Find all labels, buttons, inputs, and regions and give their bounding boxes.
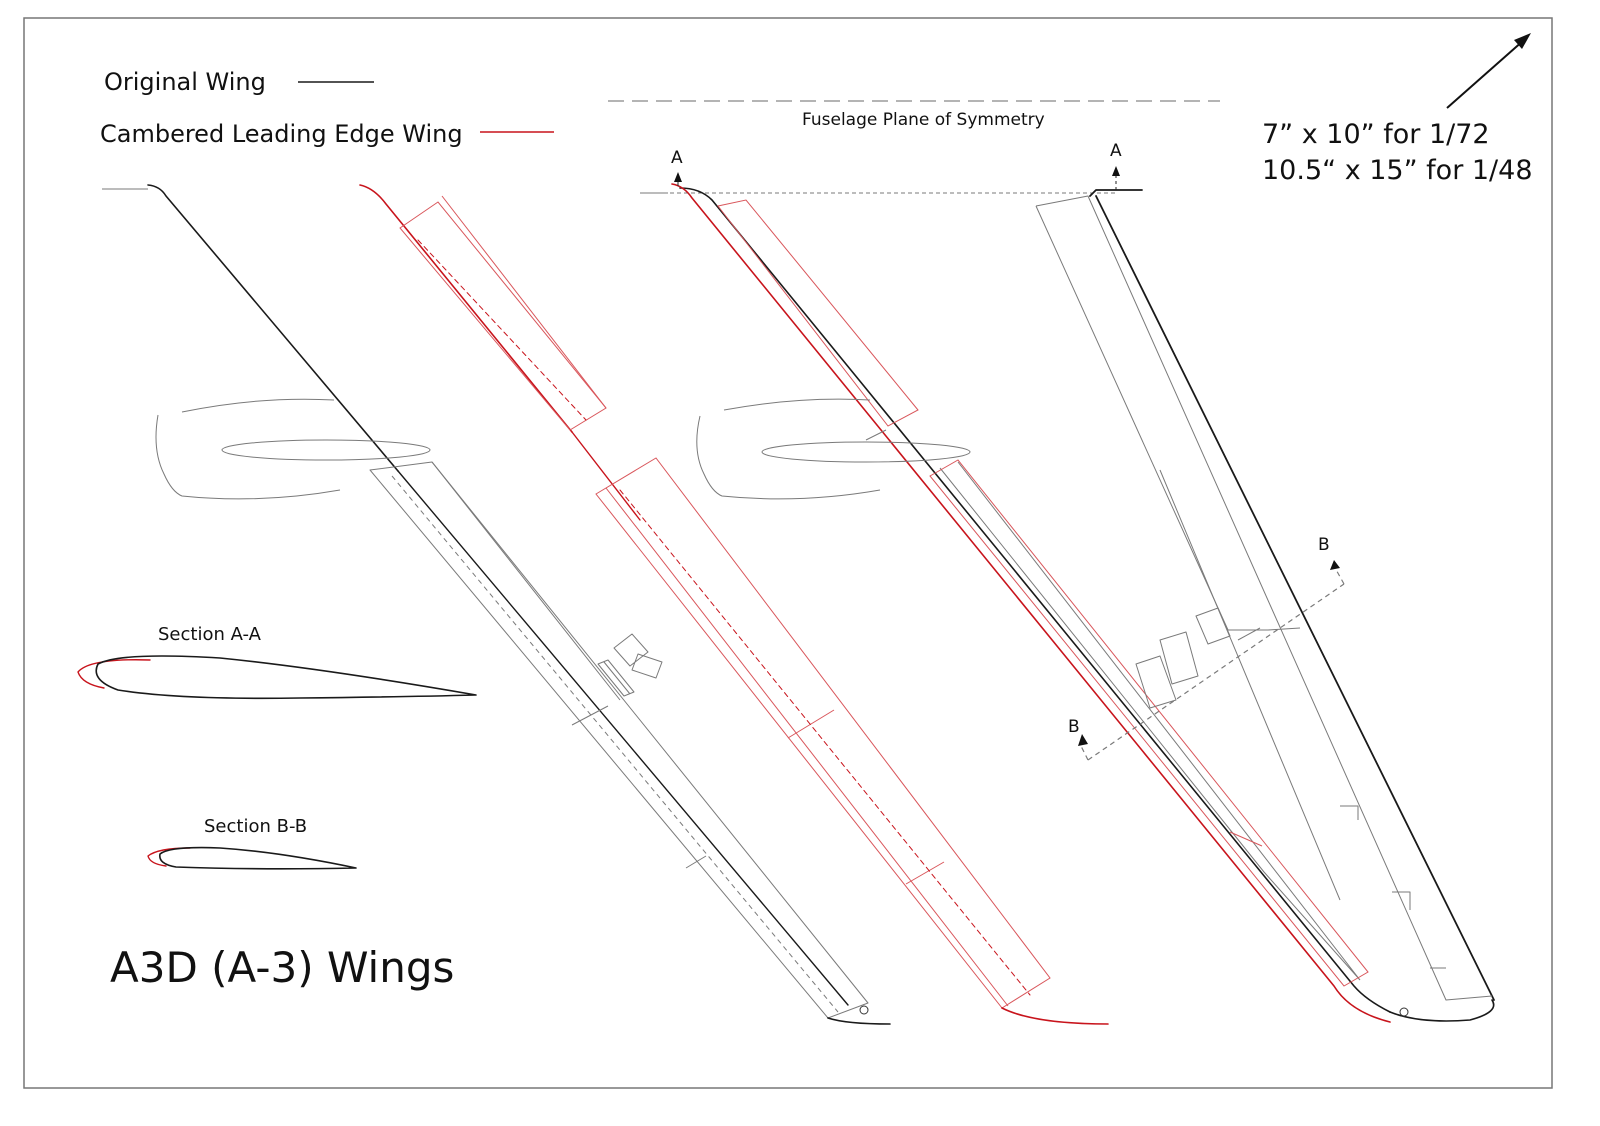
- drawing-title: A3D (A-3) Wings: [110, 943, 454, 992]
- scale-line-1: 7” x 10” for 1/72: [1262, 119, 1490, 150]
- scale-line-2: 10.5“ x 15” for 1/48: [1262, 155, 1533, 186]
- section-bb-airfoil: [147, 846, 357, 870]
- section-aa-airfoil: [77, 655, 477, 700]
- marker-a-right: A: [1110, 141, 1122, 161]
- legend-cambered-label: Cambered Leading Edge Wing: [100, 120, 463, 148]
- legend-original-label: Original Wing: [104, 68, 266, 96]
- north-arrow: [1446, 33, 1531, 109]
- wing-original-planform: [102, 184, 891, 1025]
- section-aa-label: Section A-A: [158, 624, 262, 645]
- marker-b-bottom: B: [1068, 717, 1080, 737]
- marker-a-left: A: [671, 148, 683, 168]
- marker-b-top: B: [1318, 535, 1330, 555]
- section-bb-label: Section B-B: [204, 816, 307, 837]
- wing-overlay-planform: [640, 183, 1495, 1023]
- wing-structure-planform: [674, 166, 1495, 1017]
- fuselage-label: Fuselage Plane of Symmetry: [802, 110, 1045, 130]
- wing-cambered-planform: [359, 184, 1109, 1025]
- drawing-frame: [23, 17, 1553, 1089]
